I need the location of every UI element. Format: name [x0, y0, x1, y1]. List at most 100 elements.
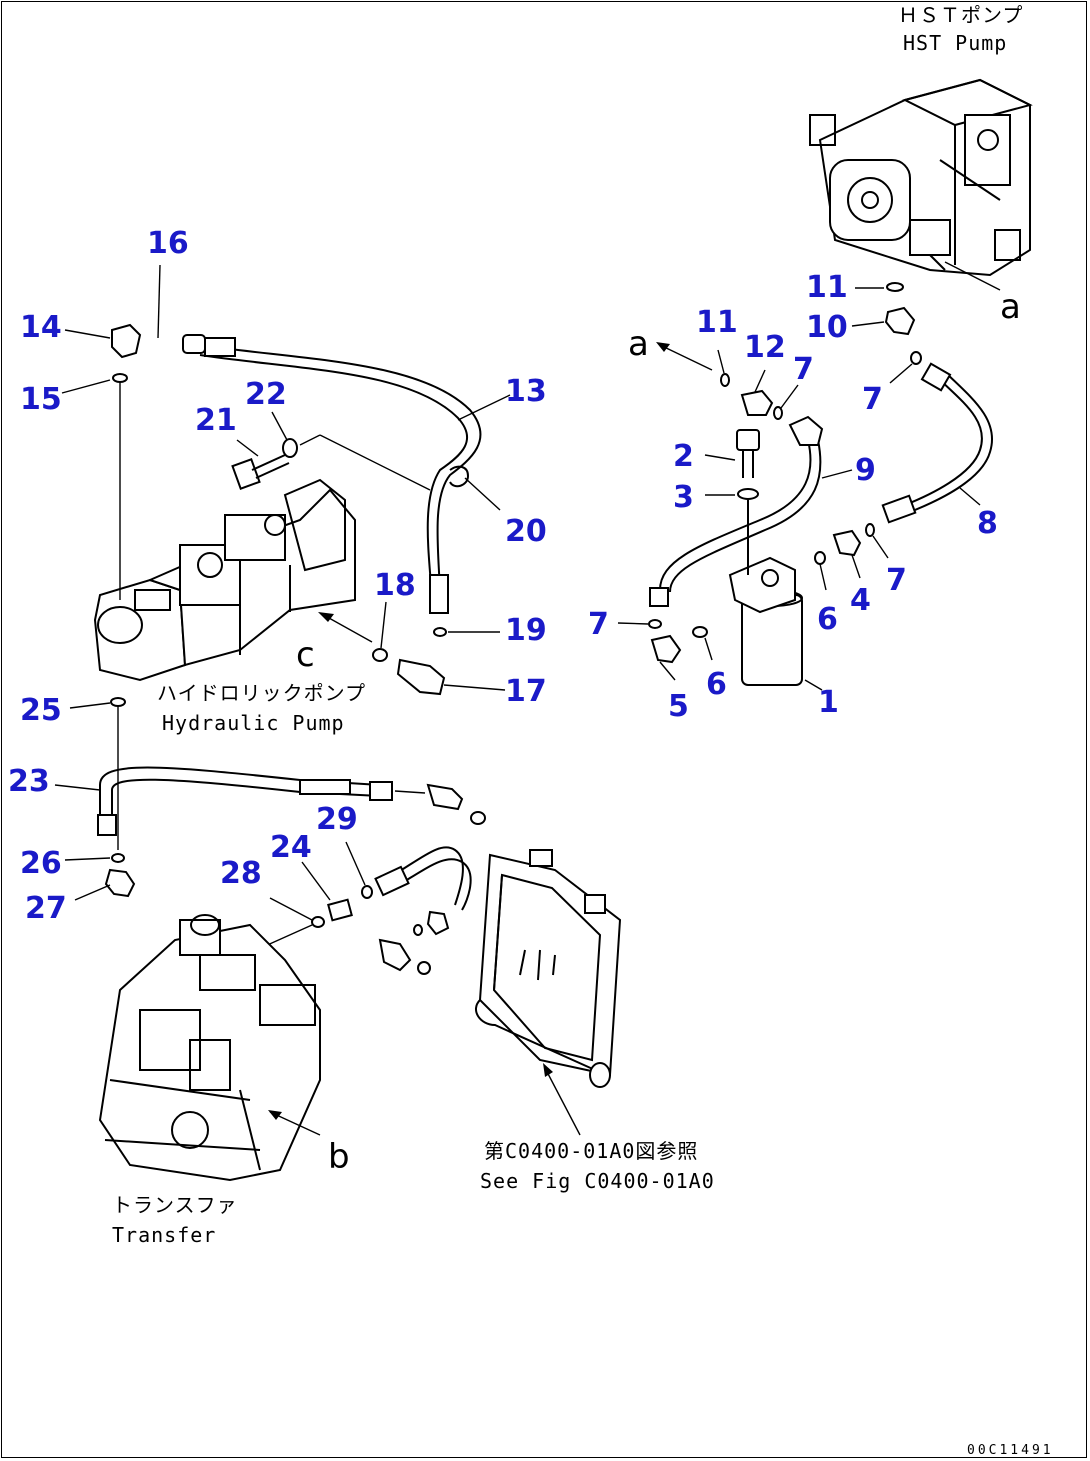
hose-8 [881, 362, 993, 524]
hst-pump-drawing [809, 78, 1033, 277]
washer-22 [282, 438, 298, 458]
see-fig-label-en: See Fig C0400-01A0 [480, 1169, 715, 1193]
leader-a-hst [944, 261, 1001, 291]
oil-cooler-drawing [475, 849, 622, 1088]
callout-29: 29 [316, 802, 358, 837]
hose-23 [97, 766, 393, 836]
hst-pump-label-en: HST Pump [903, 31, 1007, 55]
callout-26: 26 [20, 846, 62, 881]
leader-10 [851, 321, 885, 327]
fitting-12 [740, 389, 774, 416]
leader-2 [704, 454, 736, 461]
leader-clamp [319, 434, 431, 491]
clamp-20 [449, 465, 470, 488]
fitting-5 [650, 634, 682, 664]
leader-7b [889, 363, 913, 384]
leader-7a [780, 384, 799, 409]
transfer-label-en: Transfer [112, 1223, 216, 1247]
leader-17 [443, 684, 506, 691]
hose-9 [649, 415, 824, 607]
callout-20: 20 [505, 514, 547, 549]
leader-21 [236, 439, 259, 457]
oring-25 [110, 697, 126, 707]
leader-8 [959, 487, 981, 506]
marker-c: c [296, 635, 315, 675]
callout-8: 8 [977, 506, 998, 541]
callout-24: 24 [270, 830, 312, 865]
bolt-21 [231, 454, 290, 490]
arrow-see-fig [543, 1063, 553, 1077]
callout-16: 16 [147, 226, 189, 261]
callout-4: 4 [850, 583, 871, 618]
see-fig-label-jp: 第C0400-01A0図参照 [484, 1139, 698, 1163]
leader-5 [659, 661, 676, 681]
leader-13 [457, 394, 511, 421]
callout-27: 27 [25, 891, 67, 926]
fitting-4 [832, 529, 862, 557]
fitting-24 [327, 898, 353, 922]
callout-23: 23 [8, 764, 50, 799]
leader-7c [872, 535, 889, 559]
callout-6a: 6 [817, 602, 838, 637]
leader-16 [157, 264, 161, 339]
arrow-a-filter [656, 342, 670, 352]
callout-3: 3 [673, 480, 694, 515]
oring-7d [648, 619, 662, 629]
leader-22-21 [299, 434, 321, 446]
hose-13 [182, 334, 482, 614]
callout-15: 15 [20, 382, 62, 417]
drawing-code: 00C11491 [967, 1443, 1054, 1458]
callout-28: 28 [220, 856, 262, 891]
leader-25 [69, 702, 111, 709]
callout-13: 13 [505, 374, 547, 409]
arrow-c [318, 612, 334, 622]
marker-a-filter: a [628, 324, 649, 364]
leader-24 [301, 861, 331, 901]
leader-a-filter [659, 344, 713, 371]
leader-7d [617, 622, 649, 625]
hst-pump-label-jp: ＨＳＴポンプ [898, 3, 1023, 27]
callout-19: 19 [505, 613, 547, 648]
oring-15 [112, 373, 128, 383]
callout-12: 12 [744, 330, 786, 365]
callout-18: 18 [374, 568, 416, 603]
callout-7d: 7 [588, 607, 609, 642]
oring-19 [433, 627, 447, 637]
leader-29 [345, 841, 366, 886]
oring-11-left [720, 373, 730, 387]
callout-7c: 7 [886, 563, 907, 598]
callout-11b: 11 [806, 270, 848, 305]
transfer-drawing [98, 914, 321, 1182]
oring-11-right [886, 282, 904, 292]
oring-26 [111, 853, 125, 863]
leader-11-left [717, 349, 725, 374]
marker-a-hst: a [1000, 287, 1021, 327]
callout-7b: 7 [862, 382, 883, 417]
oring-28 [311, 916, 325, 928]
leader-4 [851, 554, 861, 579]
oring-6b [692, 626, 708, 638]
callout-9: 9 [855, 453, 876, 488]
fitting-cooler [426, 910, 450, 936]
leader-6b [704, 637, 713, 661]
hose-cooler [374, 846, 472, 911]
leader-26 [64, 857, 111, 861]
leader-1 [804, 679, 823, 691]
oring-29 [361, 885, 373, 899]
bolt-2 [736, 429, 760, 478]
arrow-b [268, 1110, 282, 1120]
callout-6b: 6 [706, 667, 727, 702]
hydraulic-pump-label-en: Hydraulic Pump [162, 711, 345, 735]
callout-22: 22 [245, 377, 287, 412]
oring-7a [773, 406, 783, 420]
callout-2: 2 [673, 439, 694, 474]
callout-10: 10 [806, 310, 848, 345]
leader-23 [54, 784, 101, 791]
fitting-lower [378, 938, 412, 972]
hydraulic-pump-drawing [93, 478, 356, 682]
leader-6a [819, 563, 827, 591]
oring-upper [470, 811, 486, 825]
callout-11a: 11 [696, 305, 738, 340]
